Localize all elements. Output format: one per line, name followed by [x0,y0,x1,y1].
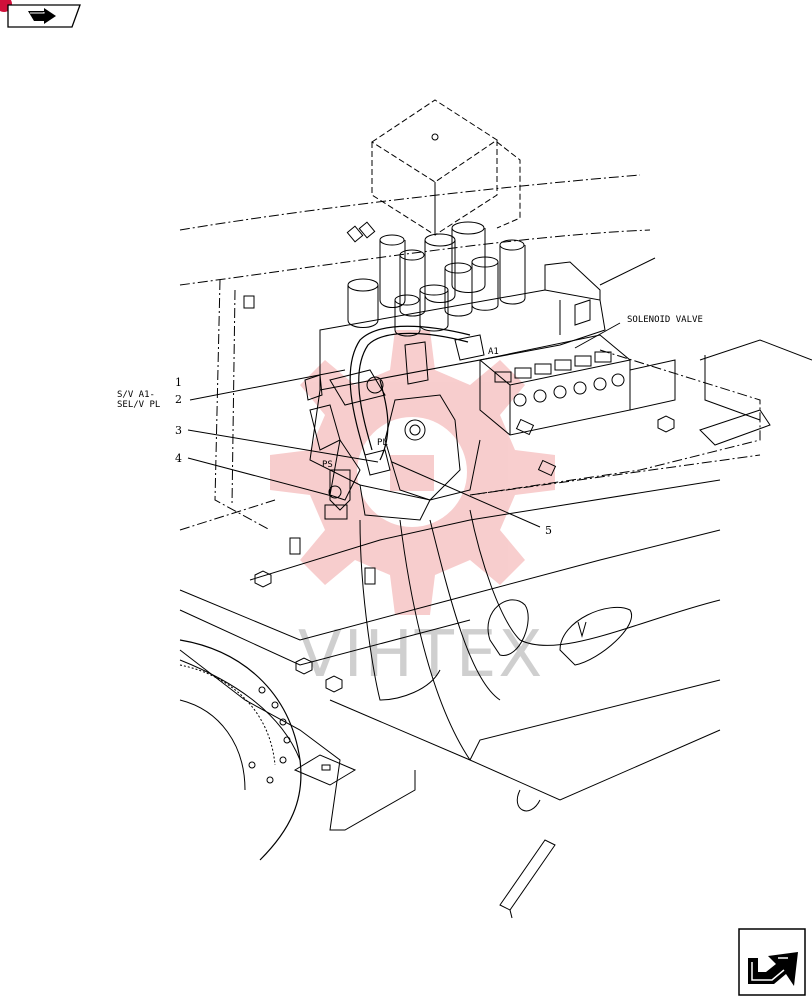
label-ps: PS [322,460,333,470]
excavator-frame-drawing [179,99,812,919]
label-solenoid-valve: SOLENOID VALVE [627,315,703,325]
item-number-3: 3 [175,424,182,437]
label-sel-v-pl: SEL/V PL [117,400,160,410]
counterweight-block [371,99,521,236]
next-page-button[interactable] [738,928,806,996]
watermark-gear-logo [270,330,555,615]
label-sv-a1: S/V A1- [117,390,155,400]
leader-lines [187,257,656,528]
item-number-1: 1 [175,376,182,389]
label-a1: A1 [488,347,499,357]
previous-page-button[interactable] [0,0,84,30]
solenoid-valve-bank [479,334,676,436]
item-number-4: 4 [175,452,182,465]
item-number-5: 5 [545,524,552,537]
pilot-hoses [349,325,471,461]
bolt-group [243,221,675,693]
item-number-2: 2 [175,393,182,406]
label-pl: PL [377,438,388,448]
solenoid-cylinders [347,221,526,337]
arrow-left-icon [28,8,56,24]
arrow-right-icon [748,952,798,986]
